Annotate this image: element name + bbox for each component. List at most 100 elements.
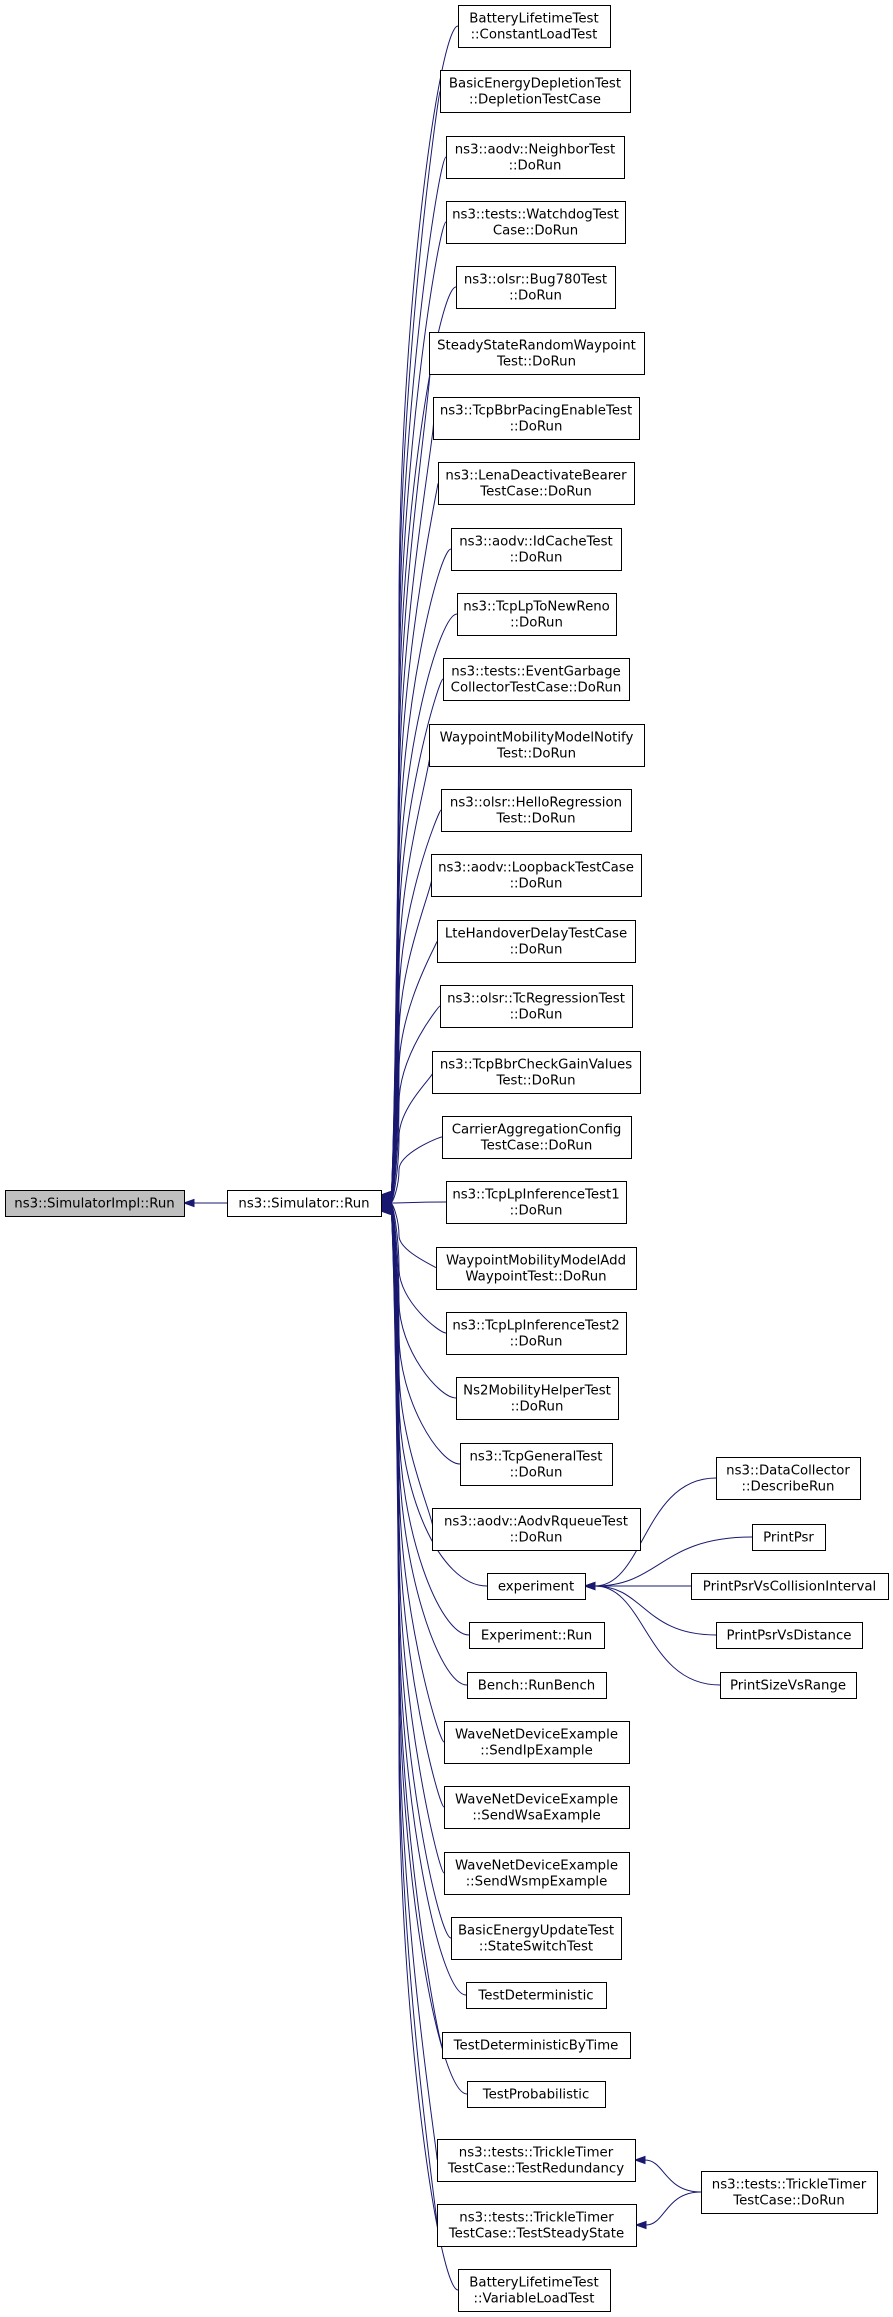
edge-e4-to-c24 — [583, 1581, 721, 1686]
node-ns3-aodv-loopbacktestcase-dorun[interactable]: ns3::aodv::LoopbackTestCase::DoRun — [431, 854, 642, 897]
node-printpsr[interactable]: PrintPsr — [752, 1524, 826, 1551]
node-ns3-olsr-tcregressiontest-dorun[interactable]: ns3::olsr::TcRegressionTest::DoRun — [440, 985, 633, 1028]
node-box — [444, 1721, 630, 1764]
node-label: BatteryLifetimeTest — [469, 12, 598, 27]
node-ns3-tcpgeneraltest-dorun[interactable]: ns3::TcpGeneralTest::DoRun — [460, 1443, 613, 1486]
edge-c2-to-n1 — [379, 156, 447, 1200]
node-label: CollectorTestCase::DoRun — [451, 681, 622, 696]
node-basicenergydepletiontest-depletiontestcase[interactable]: BasicEnergyDepletionTest::DepletionTestC… — [440, 70, 631, 113]
node-label: ns3::tests::TrickleTimer — [712, 2178, 867, 2193]
node-ns3-tcpbbrpacingenabletest-dorun[interactable]: ns3::TcpBbrPacingEnableTest::DoRun — [433, 397, 640, 440]
node-ns3-simulatorimpl-run[interactable]: ns3::SimulatorImpl::Run — [5, 1190, 185, 1217]
node-label: ns3::TcpBbrPacingEnableTest — [440, 404, 632, 419]
node-ns2mobilityhelpertest-dorun[interactable]: Ns2MobilityHelperTest::DoRun — [456, 1377, 619, 1420]
node-box — [716, 1622, 863, 1649]
node-label: ns3::olsr::HelloRegression — [450, 796, 622, 811]
edge-line — [390, 874, 433, 1201]
node-box — [443, 658, 630, 701]
edge-line — [390, 1203, 437, 1269]
node-ns3-tcplpinferencetest2-dorun[interactable]: ns3::TcpLpInferenceTest2::DoRun — [446, 1312, 627, 1355]
node-label: ::DepletionTestCase — [469, 93, 601, 108]
node-label: ::DescribeRun — [742, 1480, 835, 1495]
node-label: ::DoRun — [511, 1400, 564, 1415]
node-ns3-tests-trickletimertestcase-teststeadystate[interactable]: ns3::tests::TrickleTimerTestCase::TestSt… — [437, 2204, 637, 2247]
node-box — [446, 1312, 627, 1355]
node-label: Test::DoRun — [495, 812, 575, 827]
node-testprobabilistic[interactable]: TestProbabilistic — [467, 2081, 606, 2108]
node-printpsrvscollisioninterval[interactable]: PrintPsrVsCollisionInterval — [691, 1573, 889, 1600]
node-label: ::DoRun — [509, 159, 562, 174]
node-ns3-aodv-idcachetest-dorun[interactable]: ns3::aodv::IdCacheTest::DoRun — [451, 528, 622, 571]
node-ns3-aodv-neighbortest-dorun[interactable]: ns3::aodv::NeighborTest::DoRun — [446, 136, 625, 179]
node-ns3-olsr-bug780test-dorun[interactable]: ns3::olsr::Bug780Test::DoRun — [456, 266, 616, 309]
node-label: ::SendIpExample — [480, 1744, 593, 1759]
node-ns3-simulator-run[interactable]: ns3::Simulator::Run — [227, 1190, 382, 1217]
edge-line — [594, 1585, 721, 1686]
node-testdeterministic[interactable]: TestDeterministic — [466, 1982, 607, 2009]
node-box — [458, 5, 611, 48]
edge-layer — [182, 25, 753, 2291]
node-label: ns3::tests::EventGarbage — [451, 665, 620, 680]
edge-line — [390, 1203, 447, 1334]
node-layer: ns3::SimulatorImpl::Run ns3::Simulator::R… — [5, 5, 889, 2312]
node-box — [451, 528, 622, 571]
node-wavenetdeviceexample-sendwsaexample[interactable]: WaveNetDeviceExample::SendWsaExample — [444, 1786, 630, 1829]
node-label: Ns2MobilityHelperTest — [463, 1384, 611, 1399]
edge-line — [390, 1204, 457, 1399]
node-basicenergyupdatetest-stateswitchtest[interactable]: BasicEnergyUpdateTest::StateSwitchTest — [451, 1917, 622, 1960]
node-testdeterministicbytime[interactable]: TestDeterministicByTime — [442, 2032, 631, 2059]
node-ns3-tests-trickletimertestcase-testredundancy[interactable]: ns3::tests::TrickleTimerTestCase::TestRe… — [437, 2139, 636, 2182]
node-label: TestCase::DoRun — [732, 2194, 845, 2209]
node-box — [460, 1443, 613, 1486]
node-ns3-datacollector-describerun[interactable]: ns3::DataCollector::DescribeRun — [716, 1457, 861, 1500]
node-box — [440, 985, 633, 1028]
node-ns3-aodv-aodvrqueuetest-dorun[interactable]: ns3::aodv::AodvRqueueTest::DoRun — [432, 1508, 641, 1551]
node-experiment-run[interactable]: Experiment::Run — [469, 1622, 605, 1649]
edge-line — [644, 2159, 702, 2193]
node-box — [429, 332, 645, 375]
node-box — [720, 1672, 857, 1699]
node-box — [442, 2032, 631, 2059]
node-ns3-tcplptonewreno-dorun[interactable]: ns3::TcpLpToNewReno::DoRun — [457, 593, 617, 636]
node-box — [429, 724, 645, 767]
arrowhead — [634, 2220, 647, 2230]
node-box — [467, 1672, 607, 1699]
node-waypointmobilitymodeladdwaypointtest-dorun[interactable]: WaypointMobilityModelAddWaypointTest::Do… — [436, 1247, 637, 1290]
node-label: ns3::aodv::AodvRqueueTest — [444, 1515, 628, 1530]
node-label: TestCase::TestRedundancy — [447, 2162, 624, 2177]
node-bench-runbench[interactable]: Bench::RunBench — [467, 1672, 607, 1699]
node-wavenetdeviceexample-sendwsmpexample[interactable]: WaveNetDeviceExample::SendWsmpExample — [444, 1852, 630, 1895]
edge-line — [594, 1585, 717, 1636]
node-box — [457, 593, 617, 636]
node-box — [466, 1982, 607, 2009]
node-ltehandoverdelaytestcase-dorun[interactable]: LteHandoverDelayTestCase::DoRun — [437, 920, 636, 963]
node-label: TestDeterministic — [477, 1989, 593, 2004]
node-printsizevsrange[interactable]: PrintSizeVsRange — [720, 1672, 857, 1699]
edge-c23-to-n1 — [379, 1201, 434, 1530]
node-box — [438, 462, 635, 505]
node-label: ::StateSwitchTest — [479, 1940, 593, 1955]
node-wavenetdeviceexample-sendipexample[interactable]: WaveNetDeviceExample::SendIpExample — [444, 1721, 630, 1764]
node-experiment[interactable]: experiment — [487, 1573, 586, 1600]
node-batterylifetimetest-constantloadtest[interactable]: BatteryLifetimeTest::ConstantLoadTest — [458, 5, 611, 48]
node-ns3-tests-eventgarbagecollectortestcase-dorun[interactable]: ns3::tests::EventGarbageCollectorTestCas… — [443, 658, 630, 701]
node-label: ns3::tests::TrickleTimer — [459, 2211, 614, 2226]
edge-t0-to-c35 — [634, 2191, 702, 2230]
node-batterylifetimetest-variableloadtest[interactable]: BatteryLifetimeTest::VariableLoadTest — [458, 2269, 611, 2312]
node-box — [716, 1457, 861, 1500]
node-printpsrvsdistance[interactable]: PrintPsrVsDistance — [716, 1622, 863, 1649]
node-box — [701, 2171, 878, 2214]
node-ns3-tcplpinferencetest1-dorun[interactable]: ns3::TcpLpInferenceTest1::DoRun — [446, 1181, 627, 1224]
node-box — [446, 201, 626, 244]
node-box — [433, 397, 640, 440]
node-label: experiment — [498, 1580, 574, 1595]
node-box — [451, 1917, 622, 1960]
